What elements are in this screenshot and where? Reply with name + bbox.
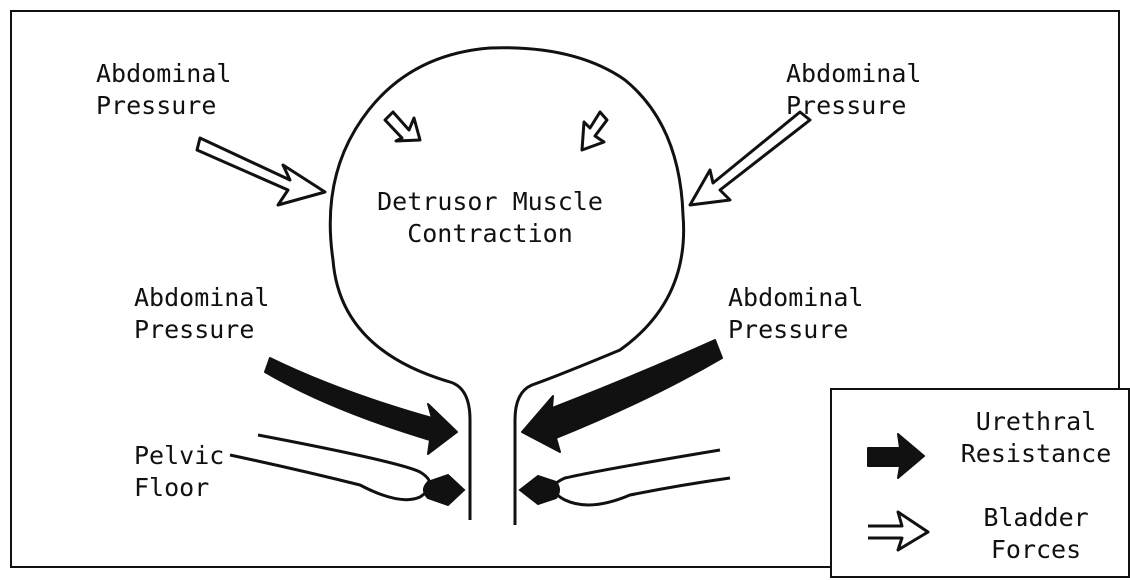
legend-label-bladder-forces: Bladder Forces xyxy=(942,502,1130,566)
urethral-resistance-arrow-left xyxy=(265,358,457,454)
label-abdominal-pressure-lower-right: Abdominal Pressure xyxy=(728,282,863,346)
bladder-force-arrow-upper-right xyxy=(690,112,810,205)
bladder-outline xyxy=(330,48,683,525)
label-abdominal-pressure-upper-right: Abdominal Pressure xyxy=(786,58,921,122)
legend-label-urethral-resistance: Urethral Resistance xyxy=(942,406,1130,470)
label-pelvic-floor: Pelvic Floor xyxy=(134,440,224,504)
urethral-resistance-arrow-right xyxy=(522,340,722,452)
legend-outline-arrow-icon xyxy=(868,512,928,550)
legend-box: Urethral Resistance Bladder Forces xyxy=(830,388,1130,578)
pelvic-floor-tip-right xyxy=(520,476,559,504)
legend-filled-arrow-icon xyxy=(868,434,924,478)
detrusor-arrow-right xyxy=(582,112,607,150)
pelvic-floor-loop-right xyxy=(554,450,731,505)
detrusor-arrow-left xyxy=(385,112,420,141)
label-detrusor-muscle-contraction: Detrusor Muscle Contraction xyxy=(340,186,640,250)
pelvic-floor-loop-left xyxy=(230,435,430,500)
label-abdominal-pressure-upper-left: Abdominal Pressure xyxy=(96,58,231,122)
label-abdominal-pressure-lower-left: Abdominal Pressure xyxy=(134,282,269,346)
bladder-force-arrow-upper-left xyxy=(197,138,325,205)
